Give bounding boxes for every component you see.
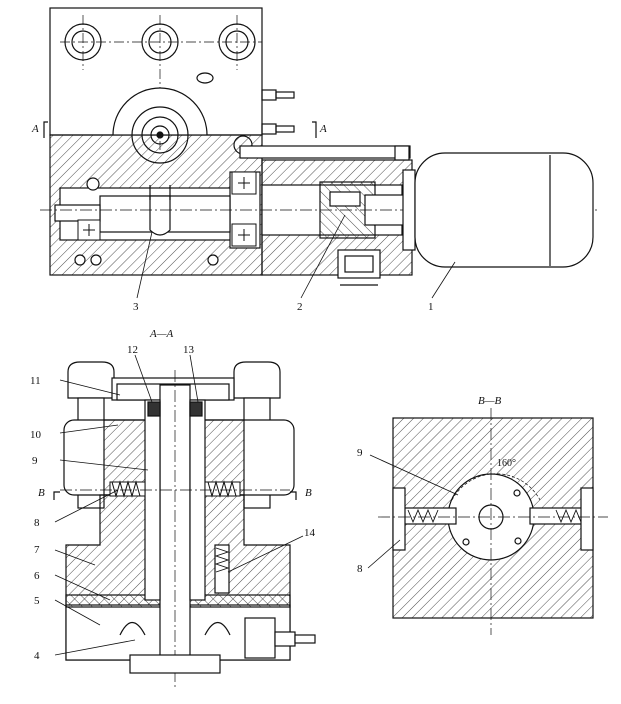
springs <box>109 480 241 498</box>
callout-14: 14 <box>304 527 316 539</box>
label-3: 3 <box>133 301 139 313</box>
shaft <box>159 384 191 671</box>
label-2: 2 <box>297 301 303 313</box>
callout-13: 13 <box>183 344 195 356</box>
callout-10: 10 <box>30 429 42 441</box>
callout-8: 8 <box>34 517 40 529</box>
callout-leaders <box>54 354 304 656</box>
section-label-a-right: A <box>319 123 327 135</box>
callout-6: 6 <box>34 570 40 582</box>
section-mark-a <box>43 121 317 138</box>
section-title-bb: B—B <box>478 395 502 407</box>
callout-11: 11 <box>30 375 41 387</box>
callout-7: 7 <box>34 544 40 556</box>
cross-marks <box>77 171 257 247</box>
callout-9: 9 <box>32 455 38 467</box>
section-label-b-left: B <box>38 487 45 499</box>
section-aa <box>53 354 316 690</box>
section-bb <box>367 408 608 635</box>
bolt-heads <box>60 15 262 150</box>
top-view: A A <box>31 7 600 299</box>
label-1: 1 <box>428 301 434 313</box>
callout-5: 5 <box>34 595 40 607</box>
section-label-a-left: A <box>31 123 39 135</box>
callout-4: 4 <box>34 650 40 662</box>
callout-bb-8: 8 <box>357 563 363 575</box>
angle-label: 160° <box>497 458 516 469</box>
motor <box>414 152 594 268</box>
section-label-b-right: B <box>305 487 312 499</box>
callout-bb-9: 9 <box>357 447 363 459</box>
oil-plug <box>196 72 214 84</box>
section-title-aa: A—A <box>149 328 174 340</box>
bottom-fitting <box>337 249 381 286</box>
callout-12: 12 <box>127 344 138 356</box>
